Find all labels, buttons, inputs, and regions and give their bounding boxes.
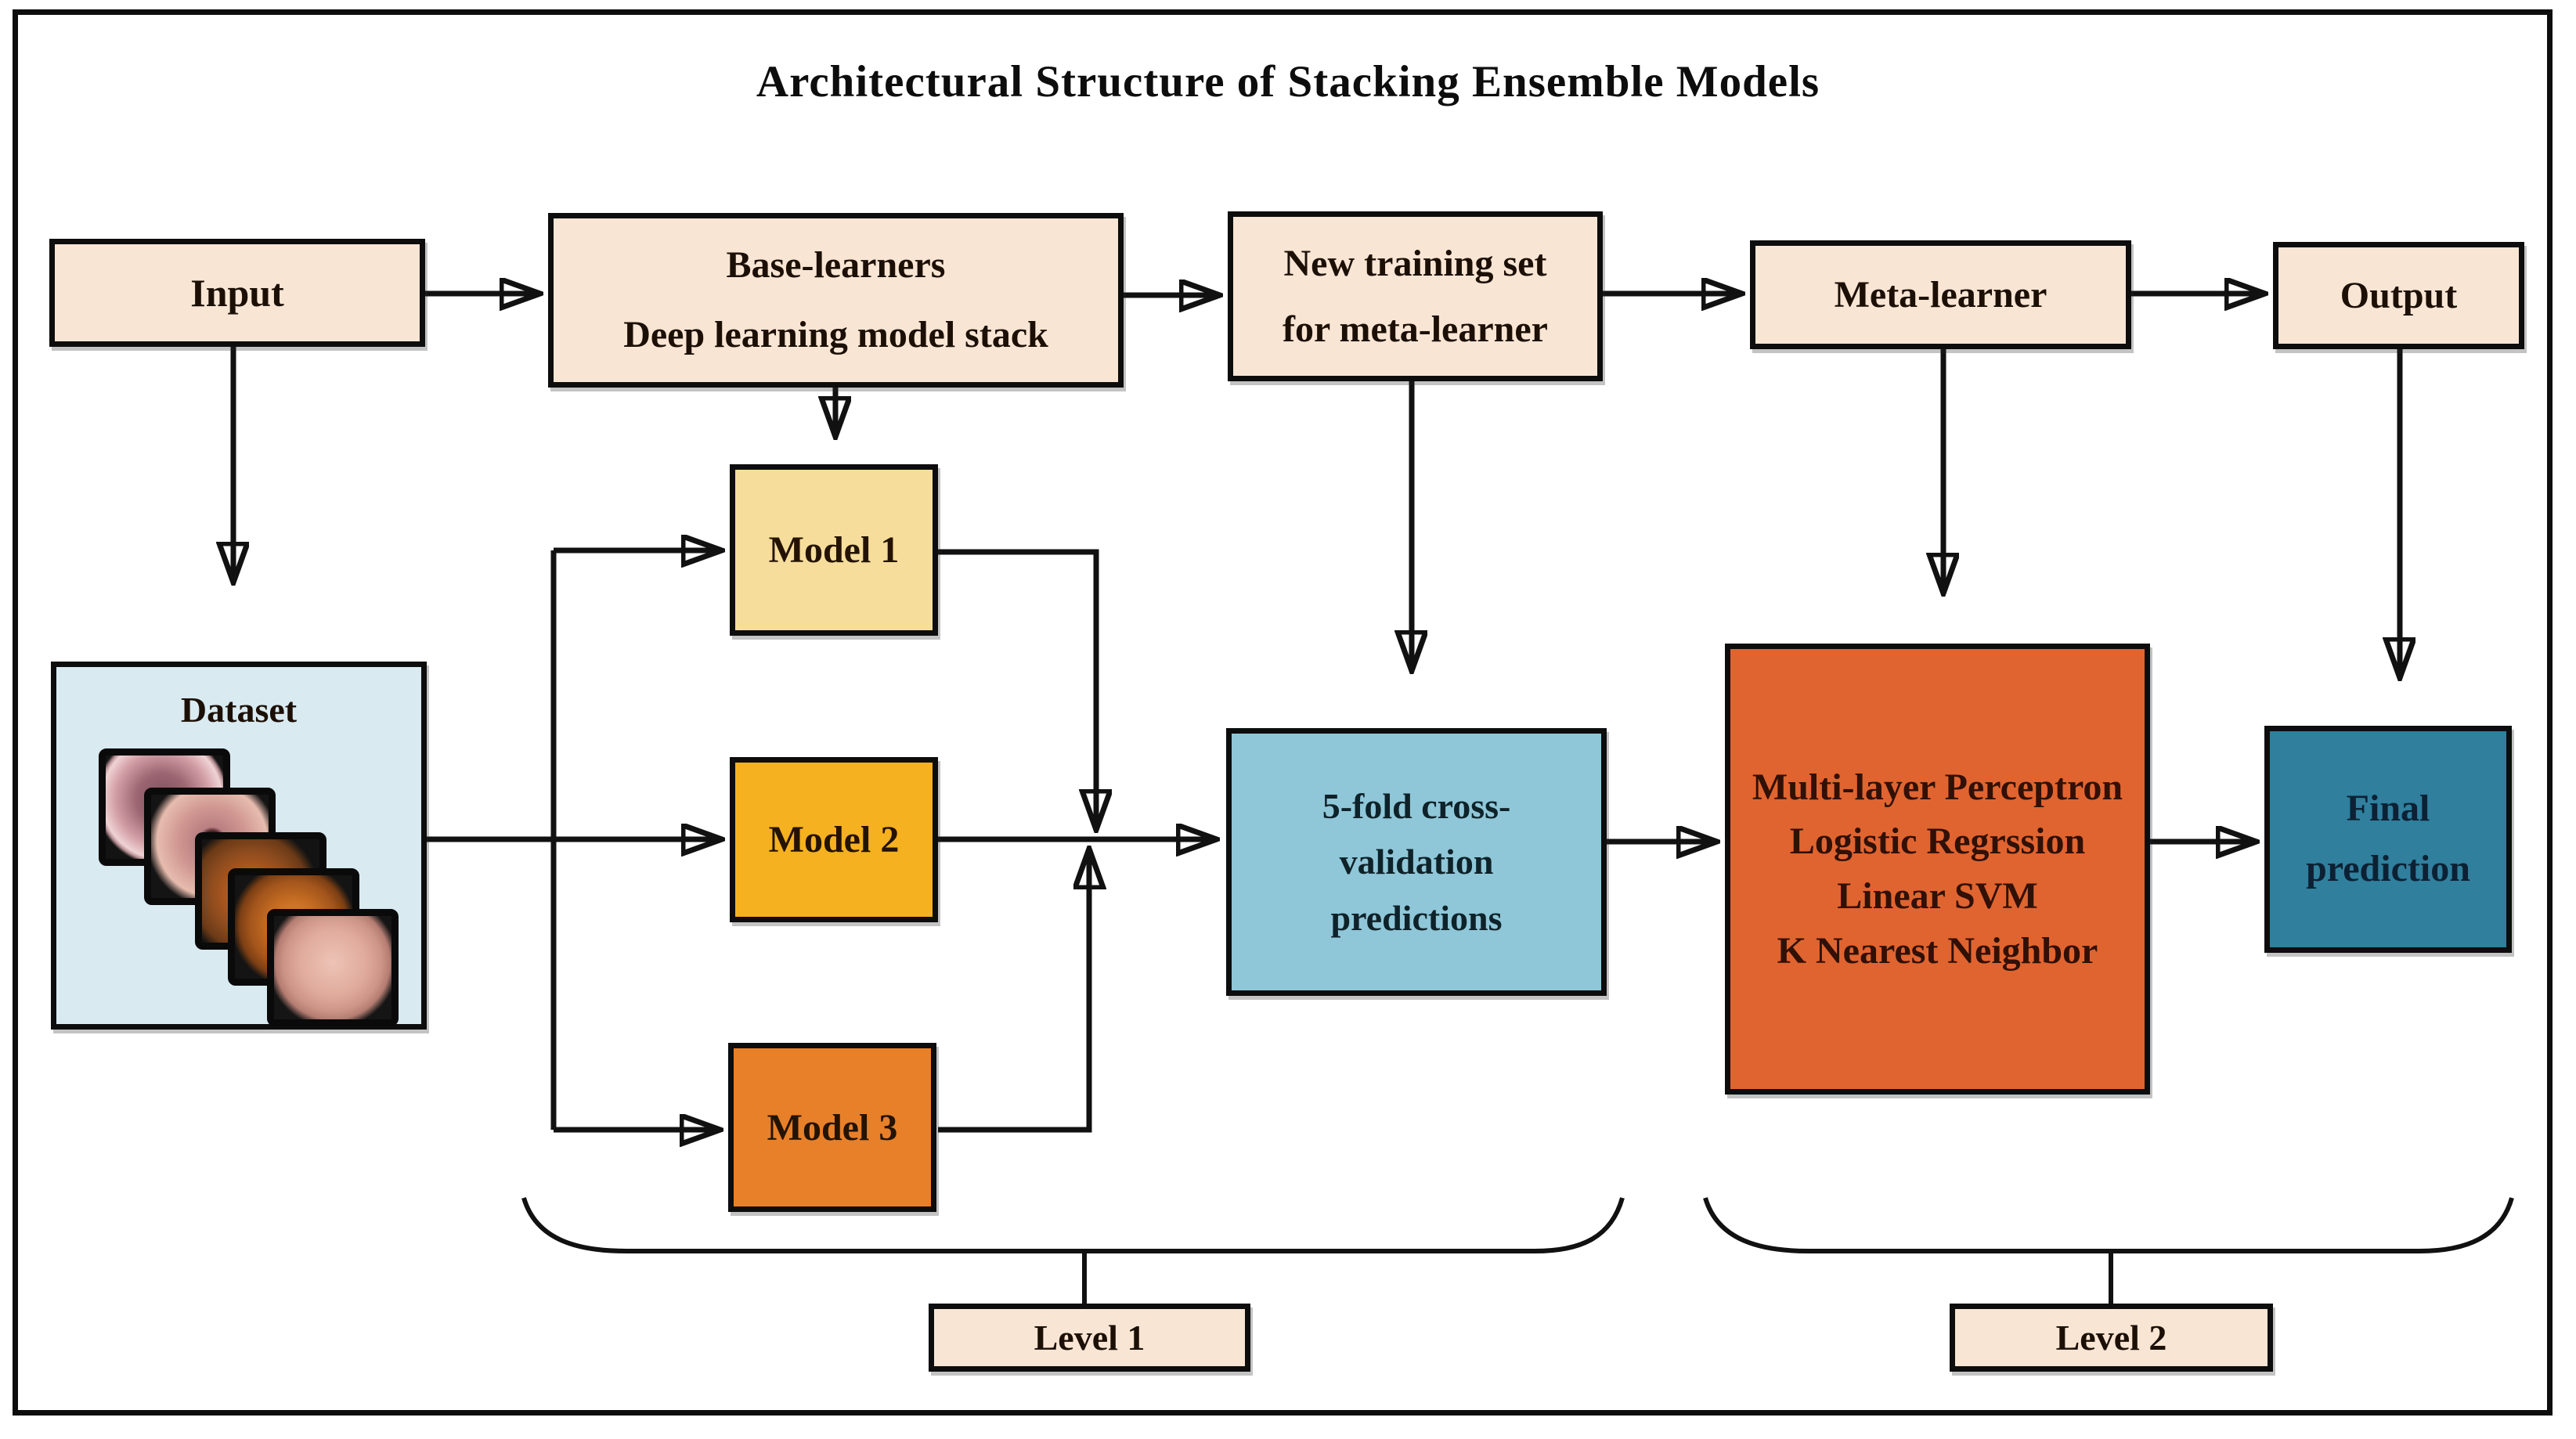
node-final-prediction-line2: prediction bbox=[2306, 848, 2470, 889]
node-dataset-label: Dataset bbox=[180, 690, 298, 730]
node-model-1-label: Model 1 bbox=[768, 529, 900, 571]
node-meta-models-line3: Linear SVM bbox=[1837, 875, 2038, 917]
node-final-prediction-line1: Final bbox=[2346, 788, 2430, 830]
node-model-2: Model 2 bbox=[730, 757, 938, 922]
node-model-3-label: Model 3 bbox=[767, 1106, 898, 1149]
diagram-title: Architectural Structure of Stacking Ense… bbox=[756, 57, 1820, 106]
node-output: Output bbox=[2273, 242, 2524, 349]
node-level-1-label: Level 1 bbox=[1034, 1318, 1145, 1358]
node-meta-models-line4: K Nearest Neighbor bbox=[1777, 929, 2098, 972]
node-meta-models-line1: Multi-layer Perceptron bbox=[1752, 766, 2123, 808]
node-meta-models: Multi-layer Perceptron Logistic Regrssio… bbox=[1725, 644, 2150, 1095]
node-new-training-line1: New training set bbox=[1283, 242, 1547, 284]
node-base-learners: Base-learners Deep learning model stack bbox=[548, 213, 1124, 388]
node-cv-line3: predictions bbox=[1330, 897, 1503, 938]
node-cv-line1: 5-fold cross- bbox=[1322, 786, 1511, 827]
node-cv-predictions: 5-fold cross- validation predictions bbox=[1226, 728, 1607, 996]
node-base-learners-line2: Deep learning model stack bbox=[623, 313, 1048, 355]
node-output-label: Output bbox=[2340, 275, 2458, 316]
node-level-2-label: Level 2 bbox=[2055, 1318, 2167, 1358]
node-input: Input bbox=[49, 239, 425, 347]
node-input-label: Input bbox=[190, 271, 284, 315]
node-model-2-label: Model 2 bbox=[768, 819, 900, 860]
node-level-1: Level 1 bbox=[929, 1304, 1250, 1372]
node-meta-models-line2: Logistic Regrssion bbox=[1789, 820, 2086, 863]
node-model-1: Model 1 bbox=[730, 464, 938, 636]
endoscopy-image-5 bbox=[267, 909, 399, 1026]
node-level-2: Level 2 bbox=[1950, 1304, 2273, 1372]
node-meta-learner: Meta-learner bbox=[1750, 240, 2131, 349]
node-final-prediction: Final prediction bbox=[2264, 726, 2512, 953]
node-new-training-set: New training set for meta-learner bbox=[1228, 211, 1603, 381]
node-model-3: Model 3 bbox=[728, 1043, 936, 1212]
node-base-learners-line1: Base-learners bbox=[726, 243, 946, 286]
node-cv-line2: validation bbox=[1339, 842, 1494, 882]
node-new-training-line2: for meta-learner bbox=[1283, 308, 1548, 350]
node-meta-learner-label: Meta-learner bbox=[1834, 274, 2047, 316]
node-dataset: Dataset bbox=[51, 662, 427, 1030]
